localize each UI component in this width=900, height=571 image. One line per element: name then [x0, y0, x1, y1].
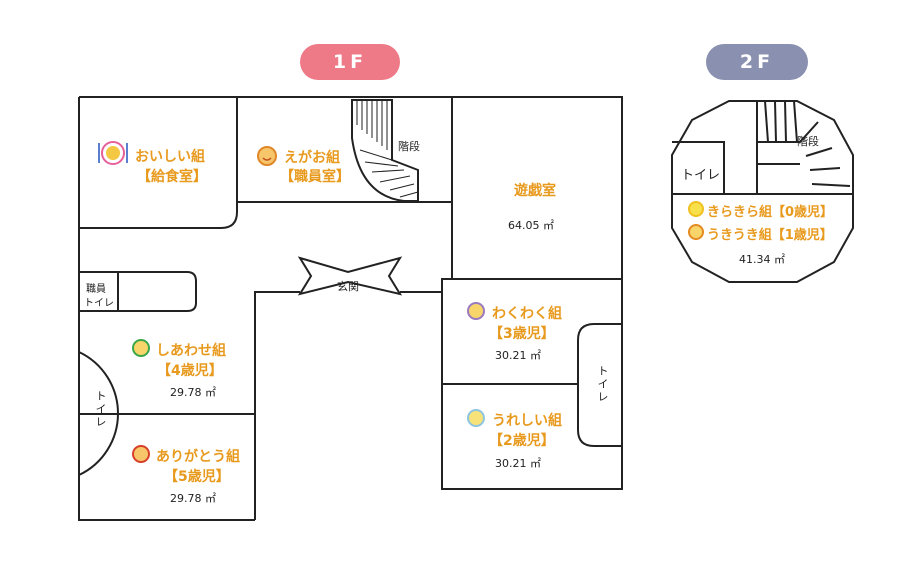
staff-toilet-label-1: 職員 — [86, 284, 106, 295]
smiling-face-icon — [257, 146, 277, 166]
wall-outer-left — [78, 97, 255, 521]
stairs-label-2f: 階段 — [797, 135, 819, 148]
stairs-outline — [351, 99, 419, 202]
room-ureshii-age: 【2歳児】 — [489, 433, 555, 449]
red-face-icon — [132, 445, 150, 463]
room-arigatou-age: 【5歳児】 — [164, 469, 230, 485]
room-ureshii-area: 30.21 ㎡ — [495, 457, 541, 470]
room-ukiuki-name: うきうき組【1歳児】 — [707, 228, 833, 243]
room-kirakira-name: きらきら組【0歳児】 — [707, 205, 834, 220]
room-egao-sub: 【職員室】 — [280, 169, 350, 185]
floor-2-label: 2F — [739, 51, 775, 73]
f2-stairs-box — [756, 101, 800, 194]
f2-toilet — [672, 141, 725, 194]
room-wakuwaku-area: 30.21 ㎡ — [495, 349, 541, 362]
room-egao-name: えがお組 — [284, 150, 340, 166]
room-playroom-name: 遊戯室 — [514, 183, 556, 199]
wall-outer-top — [79, 96, 623, 279]
toilet-label-left: トイレ — [94, 390, 107, 429]
room-shiawase-area: 29.78 ㎡ — [170, 386, 216, 399]
wall-kitchen — [79, 97, 238, 229]
floor-1-label: 1F — [332, 51, 368, 73]
room-shiawase-age: 【4歳児】 — [157, 363, 223, 379]
plate-face-icon — [98, 141, 128, 165]
f2-area: 41.34 ㎡ — [739, 253, 785, 266]
f2-stairs — [764, 100, 851, 187]
staff-toilet-label-2: トイレ — [84, 298, 114, 309]
f2-outline — [671, 100, 854, 283]
wall-toilet-half-circle — [78, 350, 119, 477]
room-arigatou-name: ありがとう組 — [156, 449, 240, 465]
room-oishii-name: おいしい組 — [135, 149, 205, 165]
room-oishii-sub: 【給食室】 — [137, 169, 207, 185]
room-arigatou-area: 29.78 ㎡ — [170, 492, 216, 505]
room-playroom-area: 64.05 ㎡ — [508, 219, 554, 232]
toilet-label-right: トイレ — [596, 365, 609, 404]
stairs-label-1f: 階段 — [398, 140, 420, 153]
room-wakuwaku-age: 【3歳児】 — [489, 326, 555, 342]
yellow-face-icon — [688, 201, 704, 217]
green-face-icon — [132, 339, 150, 357]
entrance-shape — [297, 256, 403, 296]
toilet-label-2f: トイレ — [681, 168, 721, 183]
wall-right-block — [441, 278, 623, 490]
purple-face-icon — [467, 302, 485, 320]
room-wakuwaku-name: わくわく組 — [492, 306, 562, 322]
wall-staff-toilet — [79, 271, 197, 312]
floor-1-badge: 1F — [300, 44, 400, 80]
floor-2-badge: 2F — [706, 44, 808, 80]
blue-face-icon — [467, 409, 485, 427]
room-ureshii-name: うれしい組 — [492, 413, 562, 429]
wall-right-toilet — [577, 323, 622, 447]
entrance-label: 玄関 — [337, 280, 359, 293]
room-shiawase-name: しあわせ組 — [156, 343, 226, 359]
orange-face-icon — [688, 224, 704, 240]
wall-corridor-bottom — [254, 291, 300, 520]
